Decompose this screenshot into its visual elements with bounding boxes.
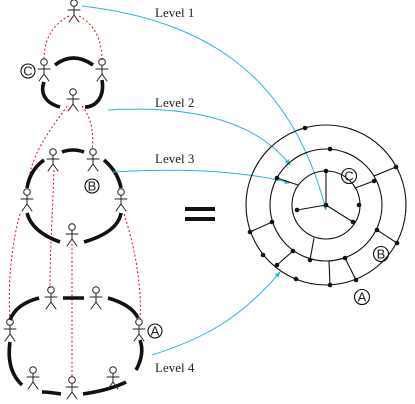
person-icon: [44, 286, 58, 310]
level-4-label: Level 4: [155, 360, 195, 375]
person-icon: [66, 88, 80, 112]
person-icon: [37, 58, 51, 82]
svg-text:B: B: [377, 247, 386, 262]
level-3-label: Level 3: [155, 151, 194, 166]
person-icon: [86, 148, 100, 172]
person-icon: [95, 58, 109, 82]
level-arrows: [81, 5, 327, 356]
outer-ring: [245, 124, 407, 286]
level-2-ring: [40, 56, 105, 109]
person-icon: [26, 366, 40, 390]
svg-text:C: C: [23, 64, 32, 79]
node-dots: [247, 125, 400, 288]
level-3-ring: [25, 148, 123, 244]
concentric-diagram: C B A: [245, 124, 407, 306]
level-4-ring: [7, 296, 144, 396]
marker-c-left: C: [20, 63, 36, 79]
person-icon: [67, 0, 81, 23]
person-icon: [114, 188, 128, 212]
svg-text:C: C: [344, 169, 353, 184]
person-icon: [3, 318, 17, 342]
marker-b-ring: B: [372, 245, 390, 263]
marker-a-left: A: [147, 323, 163, 339]
marker-c-ring: C: [340, 167, 358, 185]
middle-ring: [269, 148, 383, 262]
person-icon: [65, 223, 79, 247]
level-1-label: Level 1: [155, 5, 194, 20]
svg-text:A: A: [358, 290, 367, 305]
level-2-label: Level 2: [155, 95, 194, 110]
person-icon: [89, 286, 103, 310]
person-icon: [20, 188, 34, 212]
equals-sign: [185, 207, 215, 221]
person-icon: [65, 376, 79, 400]
marker-b-left: B: [84, 178, 100, 194]
marker-a-ring: A: [353, 288, 371, 306]
person-icon: [132, 318, 146, 342]
svg-text:A: A: [151, 324, 160, 339]
svg-text:B: B: [88, 179, 97, 194]
person-icon: [46, 148, 60, 172]
